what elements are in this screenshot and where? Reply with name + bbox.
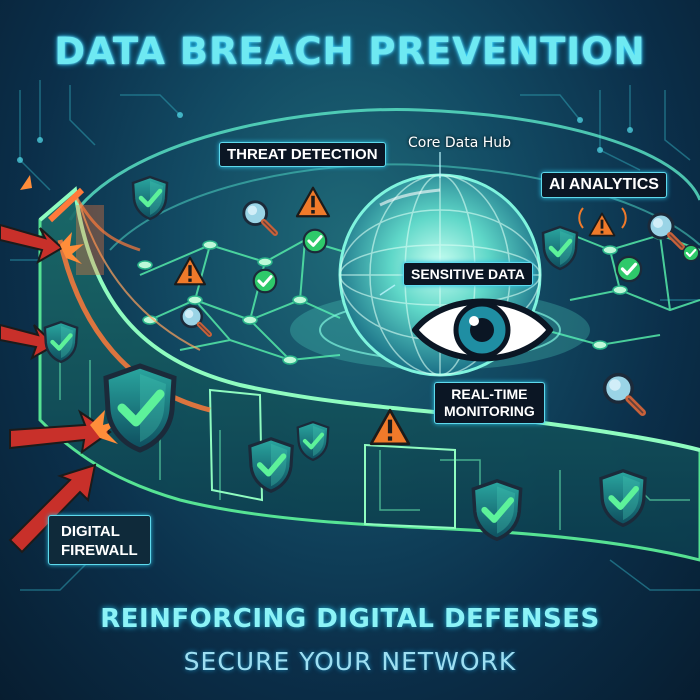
warning-icon [173,186,627,446]
circuit-nodes [17,112,633,163]
grid-nodes [137,230,668,365]
real-time-monitoring-label: REAL-TIME MONITORING [434,382,545,424]
digital-firewall-line-2: FIREWALL [61,542,138,559]
impact-sparks [20,175,120,444]
attack-arrow-icon [0,223,112,554]
digital-firewall-line-1: DIGITAL [61,523,120,540]
outer-ring-back [68,108,700,221]
sub-tagline: SECURE YOUR NETWORK [183,647,517,676]
tagline: REINFORCING DIGITAL DEFENSES [100,604,600,634]
sensitive-data-label: SENSITIVE DATA [403,262,533,286]
firewall-energy [47,187,211,413]
core-data-hub-label: Core Data Hub [408,135,512,151]
wall-panel-frame [208,388,456,530]
inner-ring-back [109,163,700,251]
ai-analytics-label: AI ANALYTICS [541,172,667,198]
label-leaders [379,152,441,296]
real-time-monitoring-line-2: MONITORING [444,403,535,419]
threat-detection-label: THREAT DETECTION [219,142,386,167]
real-time-monitoring-line-1: REAL-TIME [451,386,528,402]
digital-firewall-label: DIGITAL FIREWALL [48,515,151,565]
eye-icon [412,298,553,362]
page-title: DATA BREACH PREVENTION [54,30,646,73]
circuit-background [10,80,700,591]
vault-wall-top-edge [38,186,700,452]
